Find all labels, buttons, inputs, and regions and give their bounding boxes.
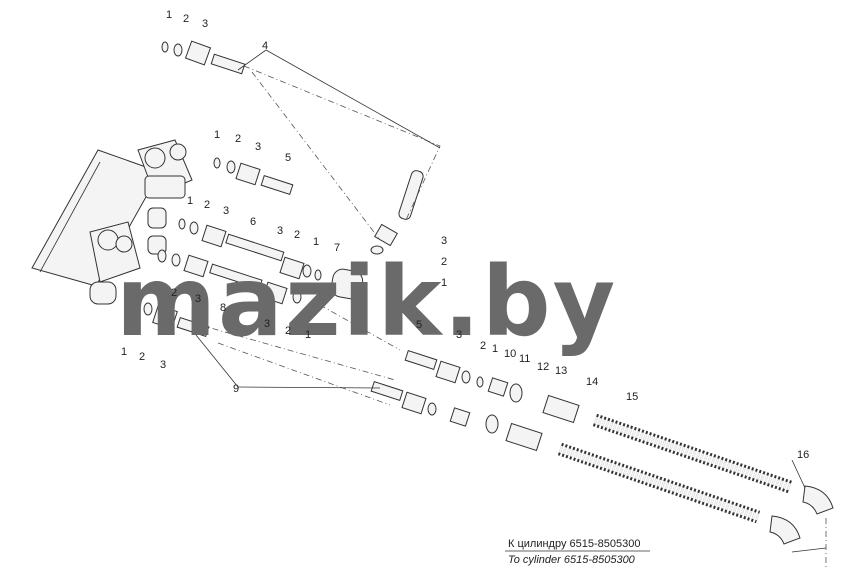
middle-row-chain	[178, 218, 398, 300]
callout-5: 5	[416, 319, 422, 331]
callout-14: 14	[586, 376, 598, 388]
valve-block-lower	[89, 207, 167, 305]
callout-3: 3	[456, 329, 462, 341]
callout-2: 2	[294, 229, 300, 241]
callout-10: 10	[504, 348, 516, 360]
callout-9: 9	[233, 383, 239, 395]
callout-3: 3	[277, 225, 283, 237]
callout-5: 5	[285, 152, 291, 164]
right-fitting-assembly	[370, 349, 580, 452]
callout-11: 11	[519, 353, 530, 365]
callout-16: 16	[797, 449, 809, 461]
callout-2: 2	[139, 351, 145, 363]
callout-3: 3	[202, 18, 208, 30]
callout-3: 3	[223, 205, 229, 217]
caption-en: To cylinder 6515-8505300	[508, 554, 636, 566]
bottom-left-chain	[129, 298, 210, 338]
callout-1: 1	[305, 329, 311, 341]
lower-row-chain	[157, 249, 302, 305]
tube-4	[398, 170, 424, 220]
callout-2: 2	[285, 325, 291, 337]
callout-3: 3	[160, 359, 166, 371]
elbow-fittings-16	[769, 485, 834, 545]
callout-1: 1	[214, 129, 220, 141]
callout-1: 1	[441, 277, 447, 289]
callout-2: 2	[183, 13, 189, 25]
callout-1: 1	[187, 195, 193, 207]
callout-2: 2	[235, 133, 241, 145]
top-fitting-chain	[161, 40, 246, 75]
callout-2: 2	[204, 199, 210, 211]
callout-8: 8	[220, 302, 226, 314]
callout-1: 1	[121, 346, 127, 358]
callout-2: 2	[480, 340, 486, 352]
leader-lines	[195, 49, 827, 553]
callout-4: 4	[262, 40, 268, 52]
callout-3: 3	[264, 318, 270, 330]
caption-block: К цилиндру 6515-8505300 To cylinder 6515…	[508, 538, 640, 566]
callout-1: 1	[313, 236, 319, 248]
upper-row-chain	[213, 157, 294, 196]
callout-13: 13	[555, 365, 567, 377]
callout-15: 15	[626, 391, 638, 403]
callout-labels: 1 2 3 4 1 2 3 5 1 2 3 6 3 2 1 7 3 2 1 2 …	[121, 9, 809, 461]
callout-3: 3	[255, 141, 261, 153]
hose-lower	[557, 442, 761, 524]
callout-7: 7	[334, 242, 340, 254]
assembly-lines	[199, 65, 827, 570]
callout-2: 2	[171, 287, 177, 299]
callout-3: 3	[195, 293, 201, 305]
callout-1: 1	[166, 9, 172, 21]
watermark-text: mazik.by	[116, 246, 617, 358]
callout-3: 3	[441, 235, 447, 247]
callout-2: 2	[441, 256, 447, 268]
callout-6: 6	[250, 216, 256, 228]
valve-block-upper	[137, 139, 193, 199]
callout-12: 12	[537, 361, 549, 373]
caption-ru: К цилиндру 6515-8505300	[508, 538, 640, 550]
callout-1: 1	[492, 343, 498, 355]
